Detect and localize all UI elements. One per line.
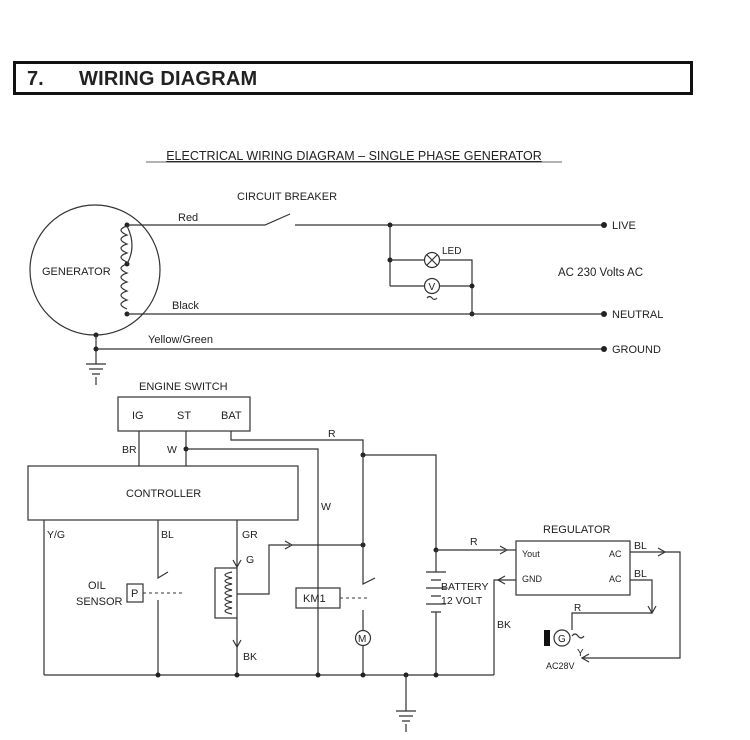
ac28v-label: AC28V bbox=[546, 661, 575, 671]
yg-label: Y/G bbox=[47, 529, 65, 541]
w-label: W bbox=[167, 444, 177, 456]
led-cross-icon bbox=[426, 254, 438, 266]
ground-symbol-icon bbox=[86, 363, 106, 385]
diagram-title: ELECTRICAL WIRING DIAGRAM – SINGLE PHASE… bbox=[166, 149, 542, 163]
p-label: P bbox=[131, 588, 138, 600]
st-label: ST bbox=[177, 410, 191, 422]
bl-out1-arrow-icon bbox=[657, 547, 667, 557]
circuit-breaker-label: CIRCUIT BREAKER bbox=[237, 191, 337, 203]
wire-yellow-green-label: Yellow/Green bbox=[148, 334, 213, 346]
section-title: WIRING DIAGRAM bbox=[79, 68, 258, 90]
ac-rating-label: AC 230 Volts AC bbox=[558, 267, 643, 279]
battery-icon bbox=[426, 550, 446, 675]
wire-red-label: Red bbox=[178, 212, 198, 224]
bl-out2-label: BL bbox=[634, 568, 647, 580]
bl-out1-label: BL bbox=[634, 540, 647, 552]
controller-label: CONTROLLER bbox=[126, 488, 201, 500]
r2-label: R bbox=[470, 536, 478, 548]
generator-label: GENERATOR bbox=[42, 266, 111, 278]
alternator-mount-icon bbox=[544, 630, 550, 646]
alternator-label: G bbox=[558, 634, 566, 645]
controller-box bbox=[27, 465, 299, 521]
ground-label: GROUND bbox=[612, 344, 661, 356]
engine-switch-box bbox=[117, 396, 251, 432]
oil-sensor-label-1: OIL bbox=[88, 580, 106, 592]
live-label: LIVE bbox=[612, 220, 636, 232]
ig-label: IG bbox=[132, 410, 144, 422]
w2-label: W bbox=[321, 501, 331, 513]
section-header: 7. WIRING DIAGRAM bbox=[13, 61, 693, 95]
relay-contact-wire bbox=[362, 455, 376, 630]
yout-label: Yout bbox=[522, 549, 540, 559]
w-wire-to-km1 bbox=[186, 448, 319, 675]
br-label: BR bbox=[122, 444, 137, 456]
starter-coil-icon bbox=[224, 571, 233, 615]
r-label: R bbox=[328, 428, 336, 440]
wire-red-line bbox=[127, 213, 291, 226]
ac1-label: AC bbox=[609, 549, 622, 559]
battery-label-1: BATTERY bbox=[441, 581, 488, 593]
gnd-label: GND bbox=[522, 574, 543, 584]
coil-tap bbox=[126, 225, 133, 265]
bottom-ground-icon bbox=[396, 675, 416, 732]
motor-label: M bbox=[358, 634, 366, 645]
section-number: 7. bbox=[27, 68, 44, 90]
regulator-label: REGULATOR bbox=[543, 524, 610, 536]
bl-out1-wire bbox=[582, 551, 681, 659]
bk2-label: BK bbox=[497, 619, 511, 631]
led-wire bbox=[390, 259, 473, 314]
bl-out2-wire bbox=[630, 579, 653, 612]
oil-sensor-label-2: SENSOR bbox=[76, 596, 123, 608]
r3-wire bbox=[571, 612, 652, 630]
regulator-box bbox=[515, 540, 631, 596]
voltmeter-icon bbox=[423, 277, 441, 295]
bat-r-wire bbox=[230, 431, 437, 550]
starter-coil-box bbox=[214, 567, 238, 619]
y-label: Y bbox=[577, 648, 584, 659]
ac-tilde-icon bbox=[426, 295, 438, 301]
r3-label: R bbox=[574, 603, 581, 614]
bat-label: BAT bbox=[221, 410, 242, 422]
y-arrow-icon bbox=[580, 653, 590, 663]
bk-arrow-icon bbox=[232, 639, 242, 649]
gr-label: GR bbox=[242, 529, 258, 541]
g-wire bbox=[237, 544, 290, 595]
oil-switch-wire bbox=[157, 520, 169, 675]
ac-tilde2-icon bbox=[571, 633, 585, 639]
g-label: G bbox=[246, 554, 254, 566]
km1-label: KM1 bbox=[303, 593, 326, 605]
led-label: LED bbox=[442, 246, 461, 257]
ac2-label: AC bbox=[609, 574, 622, 584]
battery-label-2: 12 VOLT bbox=[441, 595, 483, 607]
generator-coil bbox=[120, 225, 129, 310]
voltmeter-label: V bbox=[429, 282, 436, 293]
led-lamp-icon bbox=[423, 251, 441, 269]
bl-label: BL bbox=[161, 529, 174, 541]
alternator-icon bbox=[553, 629, 571, 647]
wire-black-label: Black bbox=[172, 300, 199, 312]
bk2-wire bbox=[493, 579, 498, 675]
gr-arrow-icon bbox=[232, 559, 242, 569]
bk-label: BK bbox=[243, 651, 257, 663]
motor-icon bbox=[354, 629, 372, 647]
neutral-label: NEUTRAL bbox=[612, 309, 663, 321]
engine-switch-label: ENGINE SWITCH bbox=[139, 381, 228, 393]
